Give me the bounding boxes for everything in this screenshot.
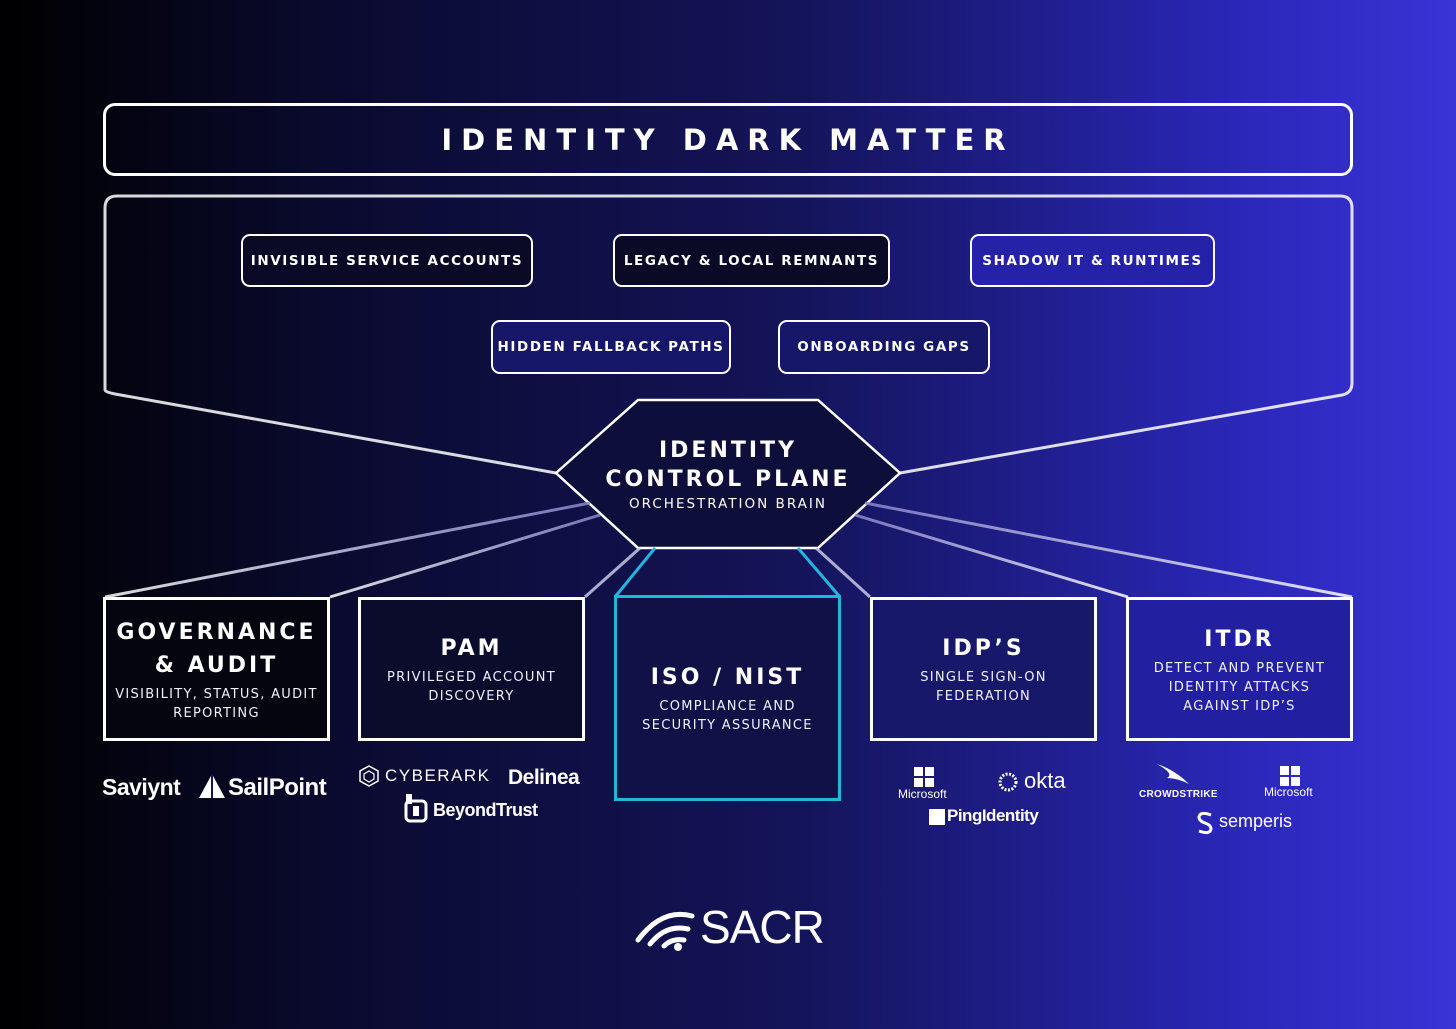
ping-icon [929, 809, 945, 825]
link-governance [104, 501, 591, 599]
microsoft-logo-2: Microsoft [1264, 785, 1313, 799]
delinea-logo: Delinea [508, 766, 580, 789]
item-shadow-it-runtimes: SHADOW IT & RUNTIMES [970, 234, 1215, 287]
box-title: GOVERNANCE [116, 619, 317, 645]
box-title: ITDR [1204, 626, 1275, 652]
control-plane-title-2: CONTROL PLANE [605, 467, 851, 492]
dark-matter-container [103, 194, 1354, 475]
page-title: IDENTITY DARK MATTER [441, 122, 1015, 157]
item-label: INVISIBLE SERVICE ACCOUNTS [250, 252, 524, 269]
link-governance-2 [329, 513, 601, 599]
link-itdr-2 [864, 501, 1353, 599]
sacr-wifi-icon [632, 902, 698, 952]
item-hidden-fallback-paths: HIDDEN FALLBACK PATHS [491, 320, 731, 374]
box-idps: IDP’S SINGLE SIGN-ON FEDERATION [870, 597, 1097, 741]
crowdstrike-icon [1155, 762, 1191, 788]
box-subtitle-2: DISCOVERY [428, 689, 515, 704]
box-subtitle-2: SECURITY ASSURANCE [642, 718, 813, 733]
title-box: IDENTITY DARK MATTER [103, 103, 1353, 176]
saviynt-logo: Saviynt [102, 774, 181, 800]
microsoft-icon-2 [1280, 766, 1300, 786]
box-subtitle-2: REPORTING [173, 705, 260, 721]
microsoft-logo: Microsoft [898, 787, 947, 801]
box-subtitle: DETECT AND PREVENT [1153, 660, 1326, 676]
item-legacy-local-remnants: LEGACY & LOCAL REMNANTS [613, 234, 890, 287]
semperis-logo: semperis [1219, 811, 1293, 831]
box-subtitle: SINGLE SIGN-ON [920, 670, 1047, 685]
box-governance: GOVERNANCE & AUDIT VISIBILITY, STATUS, A… [103, 597, 330, 741]
box-subtitle: VISIBILITY, STATUS, AUDIT [115, 686, 318, 702]
beyondtrust-logo: BeyondTrust [433, 800, 538, 820]
crowdstrike-logo: CROWDSTRIKE [1139, 789, 1218, 800]
box-title: PAM [440, 636, 503, 661]
link-pam [584, 546, 641, 599]
box-title-2: & AUDIT [154, 652, 279, 678]
semperis-icon [1196, 811, 1214, 835]
box-itdr: ITDR DETECT AND PREVENT IDENTITY ATTACKS… [1126, 597, 1353, 741]
okta-icon [996, 770, 1020, 794]
microsoft-icon [914, 767, 934, 787]
link-iso-right [796, 547, 842, 598]
cyberark-logo: CYBERARK [385, 766, 491, 785]
control-plane-label: IDENTITY CONTROL PLANE ORCHESTRATION BRA… [600, 436, 856, 514]
item-label: LEGACY & LOCAL REMNANTS [623, 252, 880, 269]
box-subtitle-2: IDENTITY ATTACKS [1168, 679, 1311, 695]
control-plane-subtitle: ORCHESTRATION BRAIN [629, 496, 827, 512]
cyberark-icon [358, 765, 380, 787]
item-invisible-service-accounts: INVISIBLE SERVICE ACCOUNTS [241, 234, 533, 287]
sailpoint-logo: SailPoint [228, 774, 327, 801]
box-subtitle-2: FEDERATION [935, 689, 1032, 704]
pingidentity-logo: PingIdentity [947, 806, 1039, 825]
beyondtrust-icon [403, 793, 429, 823]
control-plane-title-1: IDENTITY [658, 438, 798, 463]
sailpoint-icon [198, 773, 226, 799]
box-subtitle: PRIVILEGED ACCOUNT [387, 670, 556, 685]
link-idp [814, 546, 872, 599]
box-subtitle-3: AGAINST IDP’S [1183, 698, 1296, 714]
box-title: ISO / NIST [650, 665, 805, 690]
box-pam: PAM PRIVILEGED ACCOUNT DISCOVERY [358, 597, 585, 741]
box-title: IDP’S [942, 636, 1025, 661]
box-iso-nist: ISO / NIST COMPLIANCE AND SECURITY ASSUR… [614, 595, 841, 801]
link-itdr [854, 513, 1129, 599]
box-subtitle: COMPLIANCE AND [659, 699, 796, 714]
item-label: SHADOW IT & RUNTIMES [982, 252, 1203, 269]
link-iso-left [613, 547, 657, 598]
okta-logo: okta [1024, 768, 1066, 793]
item-label: ONBOARDING GAPS [797, 339, 971, 355]
item-onboarding-gaps: ONBOARDING GAPS [778, 320, 990, 374]
item-label: HIDDEN FALLBACK PATHS [497, 339, 725, 355]
sacr-brand: SACR [700, 901, 825, 953]
